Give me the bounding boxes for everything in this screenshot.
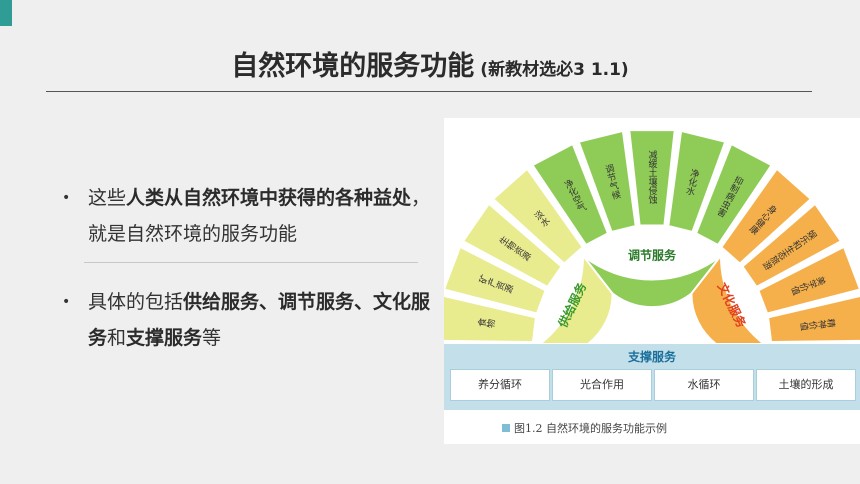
culture-sector [690,252,766,344]
service-ray: 矿产资源 [445,248,545,313]
figure-caption: 图1.2 自然环境的服务功能示例 [502,420,667,436]
ray-label: 减缓土壤侵蚀 [647,149,658,205]
service-ray: 淡水 [494,170,582,263]
bullet-2-mid: 和 [107,327,127,349]
bullet-1-bold: 人类从自然环境中获得的各种益处 [126,187,412,209]
bullet-2-bold1: 供给服务、调节服务、文化服务 [88,291,431,349]
title-rule [46,91,812,92]
service-ray: 食物 [444,297,535,342]
service-diagram: 食物矿产资源生物资源淡水净化空气调节气候减缓土壤侵蚀净化水抑制病虫害身心健康娱乐… [444,118,860,444]
bullet-divider [84,262,418,263]
bullet-1-post: ，就是自然环境的服务功能 [88,187,431,245]
caption-marker [502,424,510,432]
support-item-1: 养分循环 [450,369,550,401]
accent-bar [0,0,12,26]
page-title: 自然环境的服务功能(新教材选必3 1.1) [0,44,860,83]
service-ray: 身心健康 [722,170,810,263]
title-sub: (新教材选必3 1.1) [480,60,629,80]
bullet-2-post: 等 [202,327,222,349]
bullet-2-pre: 具体的包括 [88,291,184,313]
service-ray: 净化水 [669,132,724,231]
bullet-2-bold2: 支撑服务 [126,327,203,349]
support-item-2: 光合作用 [552,369,652,401]
service-ray: 减缓土壤侵蚀 [630,131,674,225]
support-item-3: 水循环 [654,369,754,401]
fan-diagram: 食物矿产资源生物资源淡水净化空气调节气候减缓土壤侵蚀净化水抑制病虫害身心健康娱乐… [444,131,860,344]
bullet-1-pre: 这些 [88,187,127,209]
service-ray: 调节气候 [580,132,635,231]
service-ray: 精神价值 [769,297,860,342]
support-item-4: 土壤的形成 [756,369,856,401]
title-main: 自然环境的服务功能 [231,51,475,82]
service-ray: 美学价值 [759,248,859,313]
ray-label: 食物 [476,318,497,331]
service-ray: 生物资源 [464,205,561,286]
support-panel: 支撑服务 养分循环 光合作用 水循环 土壤的形成 [444,344,860,410]
regulate-label: 调节服务 [628,248,677,263]
service-ray: 净化空气 [533,145,607,244]
support-title: 支撑服务 [627,350,676,364]
